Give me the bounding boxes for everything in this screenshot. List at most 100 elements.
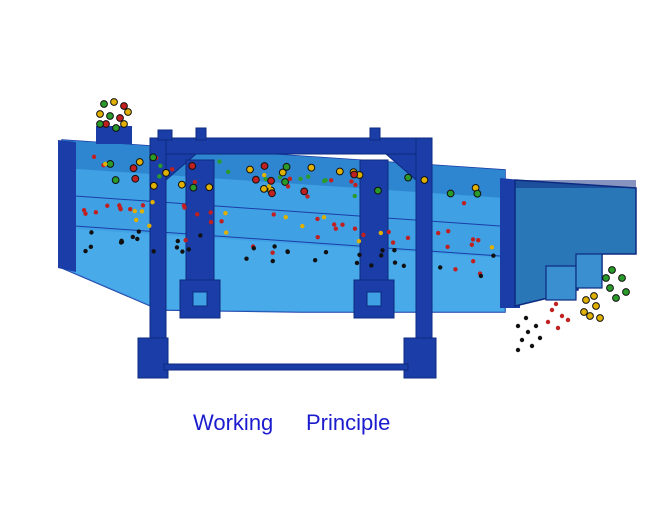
particle-dot-icon — [219, 219, 224, 224]
particle-dot-icon — [380, 248, 385, 253]
particle-dot-icon — [188, 162, 197, 170]
particle-dot-icon — [157, 174, 162, 179]
particle-dot-icon — [379, 253, 384, 258]
particle-dot-icon — [140, 203, 146, 208]
particle-dot-icon — [300, 223, 305, 229]
particle-dot-icon — [251, 175, 260, 184]
particle-dot-icon — [278, 168, 287, 177]
particle-dot-icon — [111, 176, 120, 184]
caption-principle: Principle — [306, 410, 391, 435]
particle-dot-icon — [195, 212, 200, 217]
particle-dot-icon — [262, 172, 267, 178]
particle-dot-icon — [170, 167, 175, 172]
particle-dot-icon — [106, 112, 114, 120]
particle-dot-icon — [590, 292, 598, 300]
frame-base-right — [403, 337, 437, 379]
particle-dot-icon — [523, 315, 529, 321]
particle-dot-icon — [612, 294, 620, 302]
particle-dot-icon — [453, 267, 458, 272]
particle-dot-icon — [91, 154, 97, 160]
particle-dot-icon — [130, 234, 136, 240]
particle-dot-icon — [267, 176, 275, 185]
particle-dot-icon — [208, 219, 214, 225]
particle-dot-icon — [285, 249, 290, 255]
particle-dot-icon — [223, 230, 229, 235]
particle-dot-icon — [282, 162, 291, 171]
particle-dot-icon — [151, 249, 156, 254]
particle-dot-icon — [147, 223, 152, 229]
feed-hopper — [96, 126, 132, 144]
particle-dot-icon — [298, 176, 303, 182]
particle-dot-icon — [198, 233, 203, 238]
particle-dot-icon — [120, 120, 128, 128]
particle-dot-icon — [270, 250, 275, 255]
particle-dot-icon — [608, 266, 616, 274]
particle-dot-icon — [260, 184, 268, 193]
particle-dot-icon — [329, 178, 334, 183]
particle-dot-icon — [596, 314, 604, 322]
particle-dot-icon — [446, 229, 451, 234]
particle-dot-icon — [331, 222, 337, 227]
particle-dot-icon — [525, 329, 531, 335]
particle-dot-icon — [225, 169, 231, 175]
particle-dot-icon — [112, 124, 120, 132]
particle-dot-icon — [374, 186, 382, 195]
particle-dot-icon — [537, 335, 543, 341]
inlet-end-wall — [58, 140, 76, 272]
particle-dot-icon — [89, 230, 94, 235]
particle-dot-icon — [135, 158, 144, 166]
discharge-chutes — [545, 253, 603, 301]
particle-dot-icon — [139, 209, 145, 214]
particle-dot-icon — [349, 179, 354, 184]
particle-dot-icon — [446, 189, 455, 198]
particle-dot-icon — [549, 307, 555, 313]
particle-dot-icon — [260, 162, 269, 170]
particle-dot-icon — [136, 229, 142, 234]
particle-dot-icon — [533, 323, 539, 329]
screen-machine — [58, 126, 637, 379]
particle-dot-icon — [478, 273, 484, 279]
particle-dot-icon — [315, 216, 320, 222]
particle-dot-icon — [357, 252, 362, 258]
particle-dot-icon — [285, 184, 291, 189]
particle-dot-icon — [529, 343, 535, 349]
particle-dot-icon — [116, 114, 124, 122]
particle-dot-icon — [580, 308, 588, 316]
particle-dot-icon — [100, 100, 108, 108]
particle-dot-icon — [445, 244, 450, 250]
particle-dot-icon — [378, 230, 384, 236]
particle-dot-icon — [263, 176, 268, 182]
particle-dot-icon — [277, 175, 283, 180]
particle-dot-icon — [283, 214, 288, 220]
particle-dot-icon — [208, 210, 213, 215]
particle-dot-icon — [119, 239, 125, 245]
particle-dot-icon — [473, 189, 482, 198]
particle-dot-icon — [392, 260, 398, 265]
particle-dot-icon — [401, 263, 407, 269]
particle-dot-icon — [174, 245, 180, 250]
particle-dot-icon — [205, 183, 214, 192]
support-frame — [137, 127, 437, 379]
particle-dot-icon — [436, 230, 441, 236]
particle-dot-icon — [469, 242, 475, 247]
particle-dot-icon — [118, 206, 123, 212]
particle-dot-icon — [132, 208, 137, 214]
particle-dot-icon — [356, 238, 362, 244]
particle-dot-icon — [519, 337, 525, 343]
particle-dot-icon — [271, 212, 276, 217]
particle-dot-icon — [618, 274, 626, 282]
particle-dot-icon — [476, 237, 481, 243]
particle-dot-icon — [120, 102, 128, 110]
particle-dot-icon — [420, 176, 429, 184]
particle-dot-icon — [586, 312, 594, 320]
particle-dot-icon — [300, 187, 309, 196]
particle-dot-icon — [183, 237, 188, 243]
particle-dot-icon — [559, 313, 565, 319]
particle-dot-icon — [149, 181, 158, 190]
particle-dot-icon — [602, 274, 610, 282]
particle-dot-icon — [96, 110, 104, 118]
particle-dot-icon — [461, 200, 467, 206]
particle-dot-icon — [321, 215, 327, 220]
particle-dot-icon — [281, 178, 289, 186]
particle-dot-icon — [246, 165, 254, 174]
